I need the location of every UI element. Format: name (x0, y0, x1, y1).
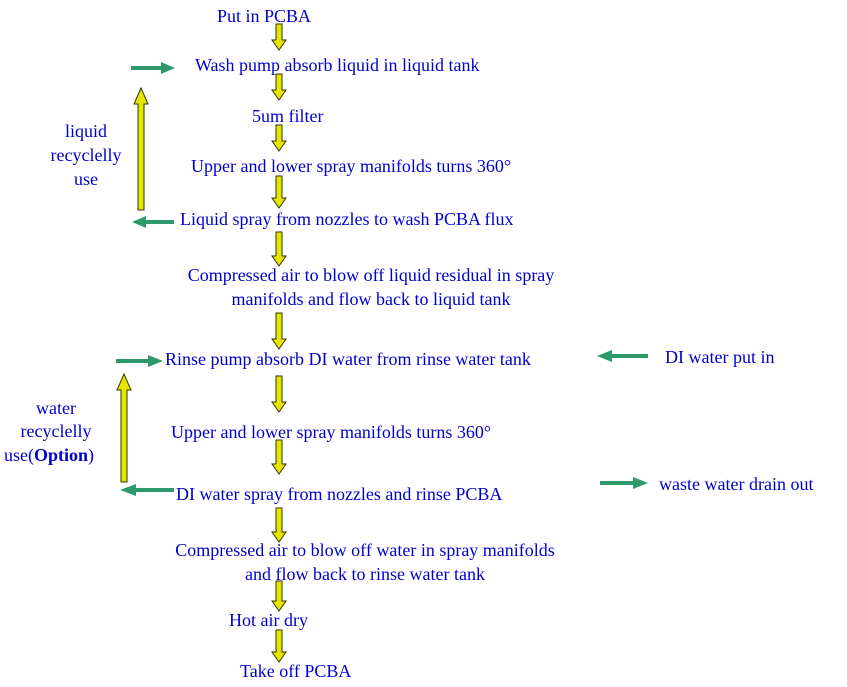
step-take-off-pcba: Take off PCBA (240, 661, 352, 681)
liquid-recycle-return-arrow (132, 216, 174, 228)
liquid-recycle-feed-arrow (131, 62, 175, 74)
step-rinse-pump: Rinse pump absorb DI water from rinse wa… (165, 349, 531, 369)
down-arrow-4 (271, 175, 287, 209)
down-arrow-1 (271, 23, 287, 51)
step-manifolds-turn-wash: Upper and lower spray manifolds turns 36… (191, 156, 512, 176)
step-filter: 5um filter (252, 106, 324, 126)
step-hot-air-dry: Hot air dry (229, 610, 308, 630)
down-arrow-3 (271, 124, 287, 152)
waste-water-arrow (600, 477, 648, 489)
liquid-recycle-label-line2: recyclelly (50, 145, 122, 165)
water-recycle-up-arrow (116, 372, 132, 483)
water-recycle-label-line2: recyclelly (20, 421, 92, 441)
water-recycle-label-line1: water (36, 398, 76, 418)
step-compressed-air-water-line2: and flow back to rinse water tank (245, 564, 485, 584)
step-compressed-air-liquid-line2: manifolds and flow back to liquid tank (231, 289, 511, 309)
liquid-recycle-label-line3: use (74, 169, 98, 189)
down-arrow-11 (271, 629, 287, 663)
down-arrow-8 (271, 439, 287, 475)
liquid-recycle-up-arrow (133, 86, 149, 211)
down-arrow-6 (271, 312, 287, 350)
down-arrow-10 (271, 580, 287, 612)
water-recycle-return-arrow (120, 484, 174, 496)
water-recycle-use-text: use( (4, 445, 34, 465)
water-recycle-label-line3: use(Option) (4, 443, 94, 467)
step-liquid-spray: Liquid spray from nozzles to wash PCBA f… (180, 209, 514, 229)
down-arrow-9 (271, 507, 287, 543)
step-wash-pump: Wash pump absorb liquid in liquid tank (195, 55, 480, 75)
step-di-water-spray: DI water spray from nozzles and rinse PC… (176, 484, 503, 504)
di-water-in-arrow (597, 350, 648, 362)
water-recycle-close-paren: ) (88, 445, 95, 465)
water-recycle-option-text: Option (34, 445, 89, 465)
liquid-recycle-label-line1: liquid (64, 121, 107, 141)
step-put-in-pcba: Put in PCBA (217, 6, 312, 26)
waste-water-label: waste water drain out (659, 474, 814, 494)
water-recycle-feed-arrow (116, 355, 163, 367)
step-compressed-air-water-line1: Compressed air to blow off water in spra… (175, 540, 555, 560)
step-manifolds-turn-rinse: Upper and lower spray manifolds turns 36… (171, 422, 492, 442)
down-arrow-7 (271, 375, 287, 413)
down-arrow-2 (271, 73, 287, 101)
di-water-in-label: DI water put in (665, 347, 775, 367)
down-arrow-5 (271, 231, 287, 267)
step-compressed-air-liquid-line1: Compressed air to blow off liquid residu… (187, 265, 555, 285)
